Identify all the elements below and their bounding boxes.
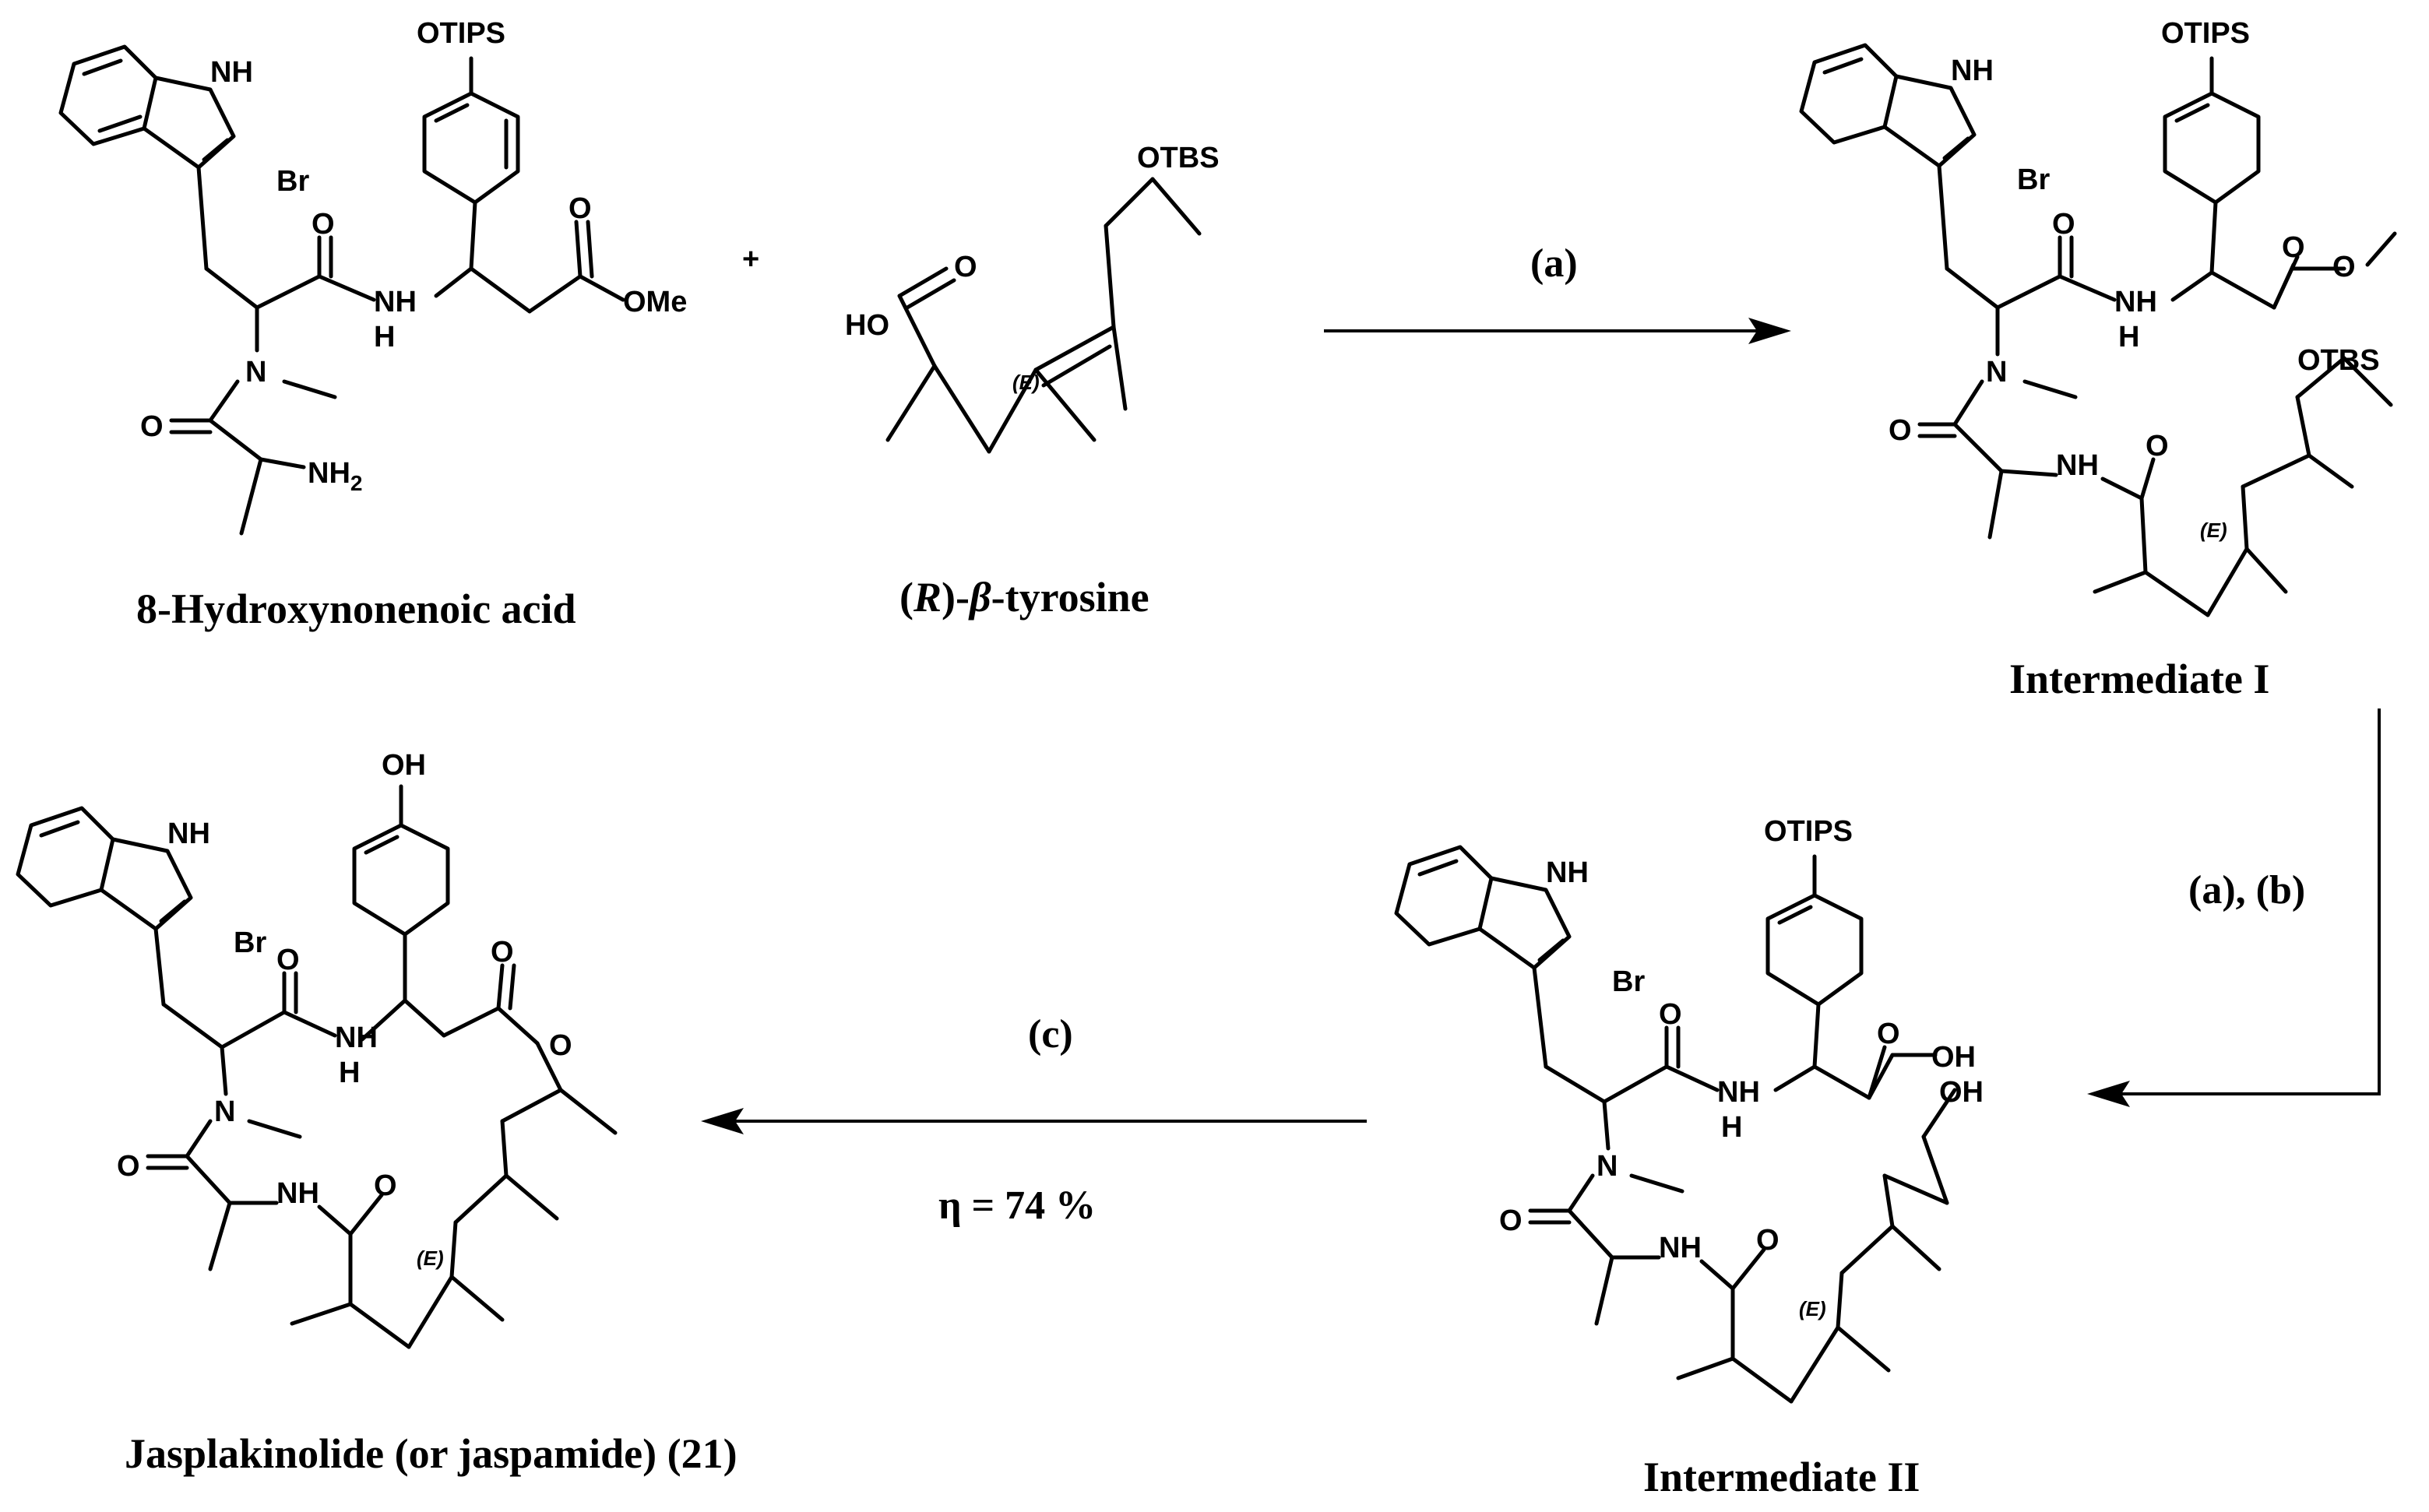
int2-alcohol-oh-label: OH <box>1939 1076 1984 1109</box>
structure-1: NH Br O NH H N O NH2 OTIPS O OMe <box>58 17 687 536</box>
nh-label: NH <box>210 56 253 89</box>
ala-carbonyl-o-label: O <box>140 410 164 443</box>
caption-product: Jasplakinolide (or jaspamide) (21) <box>125 1430 738 1477</box>
prod-ring-o-label: O <box>549 1029 572 1062</box>
prod-ala-nh-label: NH <box>276 1177 319 1210</box>
arrow-step-2-head <box>2087 1081 2130 1107</box>
e-geometry-label: (E) <box>1012 371 1040 394</box>
structure-jasplakinolide: NH Br O NH H N O NH O OH O O (E) <box>16 749 618 1349</box>
int1-amide-nh-label: NH <box>2114 286 2157 318</box>
int1-ala-nh-label: NH <box>2056 449 2099 482</box>
structure-intermediate-2: NH Br O NH H N O NH O OTIPS O OH OH (E) <box>1394 815 1984 1404</box>
structure-intermediate-1: NH Br O NH H N O NH O OTIPS O O OTBS (E) <box>1799 17 2397 617</box>
int2-n-label: N <box>1596 1150 1618 1183</box>
yield-label: η = 74 % <box>938 1183 1096 1228</box>
int1-ala-o-label: O <box>1889 414 1912 447</box>
caption-2-beta: β <box>968 574 991 621</box>
acid-o-label: O <box>954 251 977 283</box>
prod-carbonyl-o-label: O <box>276 944 300 976</box>
nh2-subscript: 2 <box>350 471 363 495</box>
int1-amide-h-label: H <box>2118 321 2139 353</box>
prod-amide-h-label: H <box>339 1057 360 1089</box>
caption-2-suffix: -tyrosine <box>991 574 1149 621</box>
condition-step-2: (a), (b) <box>2188 868 2305 912</box>
ester-o-label: O <box>569 192 592 225</box>
caption-2-mid: )- <box>942 574 970 621</box>
int2-br-label: Br <box>1612 965 1645 998</box>
int2-ala-nh-label: NH <box>1659 1232 1702 1264</box>
int1-otbs-label: OTBS <box>2297 344 2380 377</box>
prod-ala-o-label: O <box>117 1150 140 1183</box>
int2-nh-label: NH <box>1546 856 1589 889</box>
caption-compound-1: 8-Hydroxynonenoic acid <box>136 585 576 632</box>
amide-h-label: H <box>374 321 395 353</box>
ome-label: OMe <box>623 286 687 318</box>
int2-e-label: (E) <box>1799 1297 1826 1320</box>
int2-carbonyl-o-label: O <box>1659 998 1682 1031</box>
int1-nh-label: NH <box>1951 55 1994 87</box>
caption-intermediate-2: Intermediate II <box>1643 1454 1920 1500</box>
otbs-label: OTBS <box>1137 142 1220 174</box>
arrow-step-1-head <box>1748 318 1791 344</box>
arrow-step-3-head <box>701 1108 744 1134</box>
prod-oh-label: OH <box>382 749 426 782</box>
prod-amide-o-label: O <box>374 1169 397 1202</box>
nh2-label: NH2 <box>308 457 362 495</box>
prod-nh-label: NH <box>167 818 210 850</box>
int2-amide-nh-label: NH <box>1717 1076 1760 1109</box>
int1-br-label: Br <box>2017 164 2050 196</box>
int2-ala-o-label: O <box>1499 1204 1523 1237</box>
prod-amide-nh-label: NH <box>335 1021 378 1054</box>
caption-2-prefix: ( <box>899 574 914 621</box>
prod-br-label: Br <box>234 927 266 959</box>
int1-carbonyl-o-label: O <box>2052 208 2075 241</box>
condition-step-3: (c) <box>1028 1012 1073 1057</box>
arrow-step-2 <box>2099 709 2381 1095</box>
structure-2: HO O OTBS (E) <box>845 142 1220 454</box>
condition-step-1: (a) <box>1530 241 1578 286</box>
caption-compound-2: (R)-β-tyrosine <box>899 574 1149 621</box>
prod-e-label: (E) <box>417 1247 444 1270</box>
prod-lactone-o-label: O <box>491 936 514 969</box>
int1-acid-o-label: O <box>2146 430 2169 462</box>
n-methyl-label: N <box>245 356 266 389</box>
carbonyl-o-label: O <box>312 208 335 241</box>
int1-otips-label: OTIPS <box>2161 17 2250 50</box>
plus-sign: + <box>742 243 759 276</box>
prod-n-label: N <box>214 1095 235 1128</box>
int1-n-label: N <box>1986 356 2007 389</box>
nh2-main: NH <box>308 457 350 490</box>
otips-label: OTIPS <box>417 17 505 50</box>
caption-intermediate-1: Intermediate I <box>2009 656 2269 702</box>
int1-e-label: (E) <box>2200 519 2227 542</box>
int2-otips-label: OTIPS <box>1764 815 1853 848</box>
int2-acid-o-label: O <box>1877 1018 1900 1050</box>
int1-ester-o2-label: O <box>2332 251 2356 283</box>
caption-2-r: R <box>913 574 942 621</box>
int2-amide-o-label: O <box>1756 1224 1780 1257</box>
int2-amide-h-label: H <box>1721 1111 1742 1144</box>
int1-ester-o-label: O <box>2282 231 2305 264</box>
br-label: Br <box>276 165 309 198</box>
acid-ho-label: HO <box>845 309 889 342</box>
int2-acid-oh-label: OH <box>1931 1041 1976 1074</box>
amide-nh-label: NH <box>374 286 417 318</box>
